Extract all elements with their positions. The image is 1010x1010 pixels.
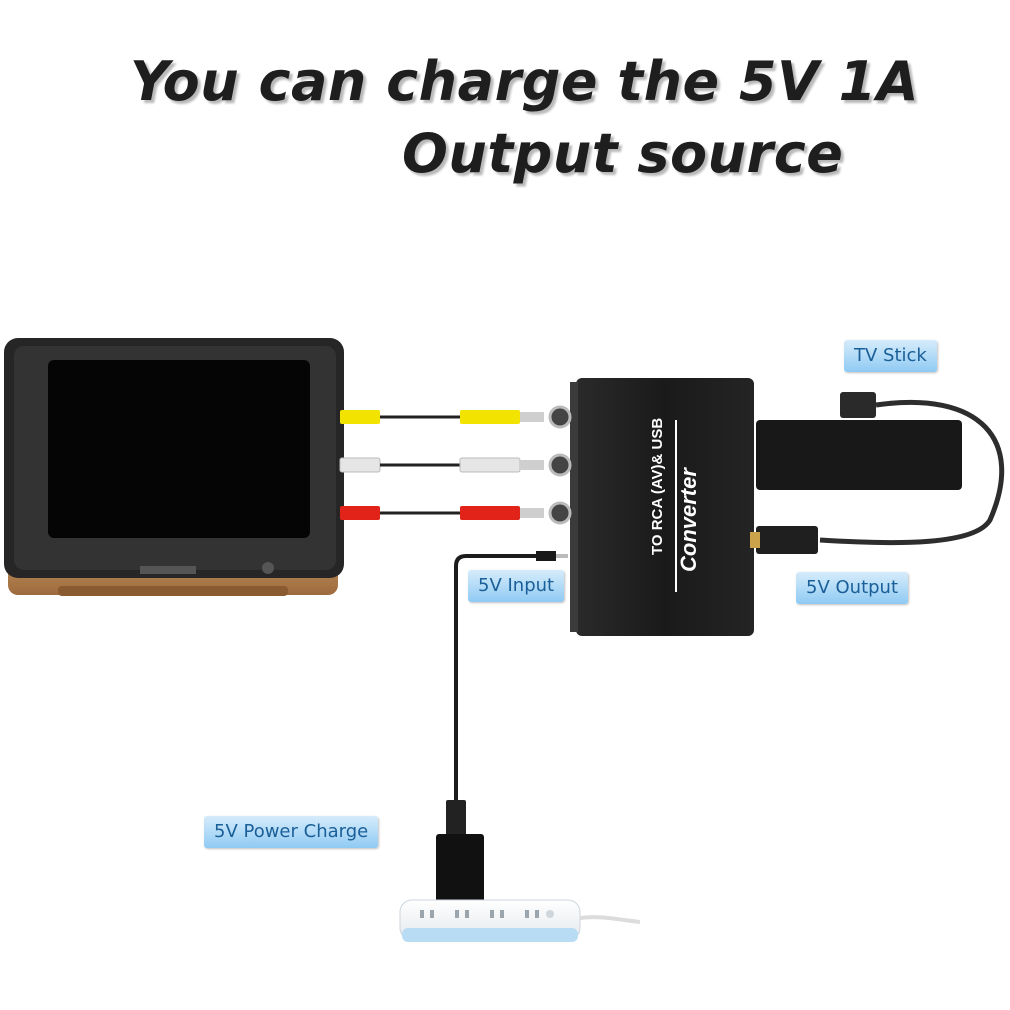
power-strip — [399, 899, 641, 942]
usb-plug — [436, 834, 484, 912]
usb-output-plug — [756, 526, 818, 554]
tv-power-knob — [262, 562, 274, 574]
headline-line-2: Output source — [402, 122, 844, 185]
converter-label-line-1: TO RCA (AV)& USB — [649, 418, 666, 555]
rca-cable-yellow — [340, 410, 544, 424]
converter-label-line-2: Converter — [676, 467, 701, 572]
tv-screen — [48, 360, 310, 538]
callout-5v-output: 5V Output — [796, 572, 909, 604]
crt-tv — [4, 338, 344, 596]
callout-tv-stick: TV Stick — [844, 340, 937, 372]
rca-cable-red — [340, 506, 544, 520]
tv-stick — [750, 392, 1005, 554]
converter-box: TO RCA (AV)& USB Converter — [548, 378, 754, 636]
usb-power-cable — [436, 551, 568, 912]
rca-cable-white — [339, 457, 544, 473]
callout-5v-power-charge: 5V Power Charge — [204, 816, 379, 848]
headline-line-1: You can charge the 5V 1A — [130, 50, 919, 113]
callout-5v-input: 5V Input — [468, 570, 565, 602]
